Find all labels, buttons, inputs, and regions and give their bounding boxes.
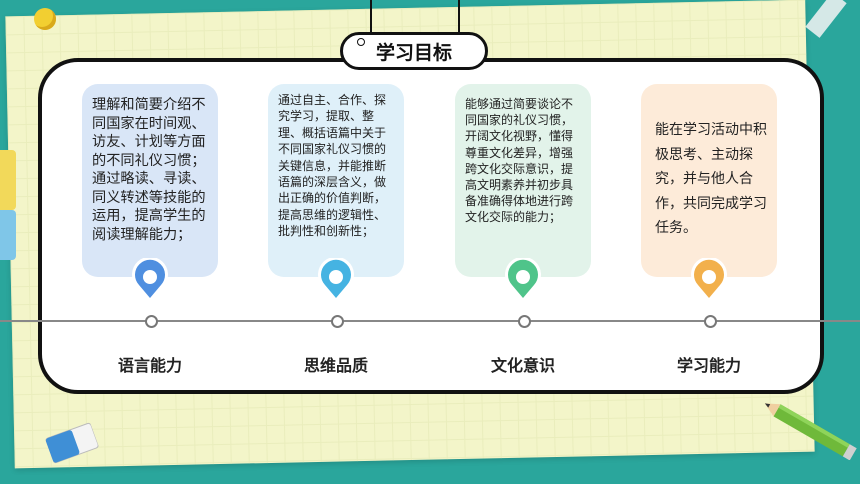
tape-decor <box>805 0 847 38</box>
pencil-icon <box>764 403 857 460</box>
decor-tab-blue <box>0 210 16 260</box>
timeline-node <box>145 315 158 328</box>
objective-text: 理解和简要介绍不同国家在时间观、访友、计划等方面的不同礼仪习惯；通过略读、寻读、… <box>92 97 206 243</box>
objective-label: 学习能力 <box>676 356 741 375</box>
objective-card-learning: 能在学习活动中积极思考、主动探究，并与他人合作，共同完成学习任务。 <box>641 84 777 277</box>
location-pin-icon <box>132 258 168 302</box>
eraser-icon <box>45 422 99 464</box>
hanging-string-right <box>458 0 460 42</box>
page-title: 学习目标 <box>340 32 488 70</box>
decor-tab-yellow <box>0 150 16 210</box>
objective-text: 能够通过简要谈论不同国家的礼仪习惯，开阔文化视野，懂得尊重文化差异，增强跨文化交… <box>465 97 574 225</box>
location-pin-icon <box>505 258 541 302</box>
objective-card-language: 理解和简要介绍不同国家在时间观、访友、计划等方面的不同礼仪习惯；通过略读、寻读、… <box>82 84 218 277</box>
hanging-string-left <box>370 0 372 42</box>
timeline-line <box>0 320 860 322</box>
timeline-node <box>704 315 717 328</box>
timeline-node <box>331 315 344 328</box>
objective-card-thinking: 通过自主、合作、探究学习，提取、整理、概括语篇中关于不同国家礼仪习惯的关键信息，… <box>268 84 404 277</box>
objective-text: 通过自主、合作、探究学习，提取、整理、概括语篇中关于不同国家礼仪习惯的关键信息，… <box>278 93 387 239</box>
location-pin-icon <box>691 258 727 302</box>
title-hole <box>357 38 365 46</box>
location-pin-icon <box>318 258 354 302</box>
timeline-node <box>518 315 531 328</box>
objective-card-culture: 能够通过简要谈论不同国家的礼仪习惯，开阔文化视野，懂得尊重文化差异，增强跨文化交… <box>455 84 591 277</box>
pushpin-icon <box>34 8 56 30</box>
objective-label: 文化意识 <box>490 356 555 375</box>
objective-text: 能在学习活动中积极思考、主动探究，并与他人合作，共同完成学习任务。 <box>655 122 767 236</box>
page-title-text: 学习目标 <box>375 41 452 64</box>
objective-label: 思维品质 <box>303 356 368 375</box>
objective-label: 语言能力 <box>117 356 182 375</box>
